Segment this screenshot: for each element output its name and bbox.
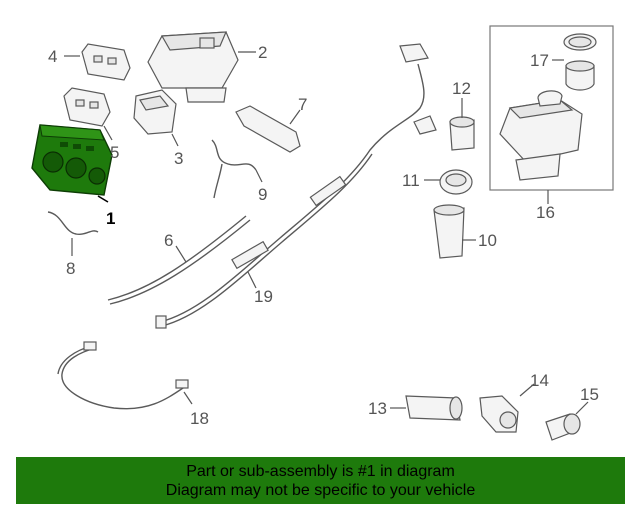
parts-diagram: 1 2 3 4 5 6 7 8	[31, 25, 614, 441]
leader-line-3	[171, 133, 179, 147]
callout-19: 19	[254, 287, 273, 306]
callout-8: 8	[66, 259, 75, 278]
callout-4: 4	[48, 47, 57, 66]
callout-10: 10	[478, 231, 497, 250]
leader-line-6	[175, 245, 187, 263]
part-1-control-panel[interactable]	[31, 124, 113, 196]
part-14-plug[interactable]	[479, 395, 519, 433]
leader-line-15	[575, 401, 589, 415]
part-19-shift-cable[interactable]	[155, 43, 437, 329]
part-7-bracket[interactable]	[235, 105, 301, 153]
callout-1: 1	[106, 209, 115, 228]
callout-3: 3	[174, 149, 183, 168]
part-18-harness[interactable]	[57, 341, 189, 410]
callout-18: 18	[190, 409, 209, 428]
leader-line-14	[519, 383, 535, 397]
callout-2: 2	[258, 43, 267, 62]
part-16-box	[489, 25, 614, 191]
callout-13: 13	[368, 399, 387, 418]
part-15-cap[interactable]	[545, 413, 581, 441]
part-5-switch-assembly[interactable]	[63, 87, 111, 127]
leader-line-7	[289, 109, 301, 125]
banner-line-2: Diagram may not be specific to your vehi…	[165, 481, 476, 499]
callout-6: 6	[164, 231, 173, 250]
part-17-knob[interactable]	[563, 33, 597, 91]
callout-12: 12	[452, 79, 471, 98]
leader-line-1	[97, 195, 109, 203]
part-4-switch-bezel[interactable]	[81, 43, 131, 81]
callout-14: 14	[530, 371, 549, 390]
part-3-bracket[interactable]	[133, 89, 177, 135]
leader-line-9	[255, 169, 263, 183]
leader-line-18	[183, 391, 193, 405]
leader-line-19	[247, 271, 257, 289]
part-13-outlet[interactable]	[405, 395, 463, 421]
callout-5: 5	[110, 143, 119, 162]
callout-15: 15	[580, 385, 599, 404]
part-6-harness-strip[interactable]	[107, 215, 251, 305]
leader-line-5	[103, 125, 113, 141]
part-10-connector-sleeve[interactable]	[433, 204, 465, 259]
callout-16: 16	[536, 203, 555, 222]
info-banner: Part or sub-assembly is #1 in diagram Di…	[16, 457, 625, 504]
part-9-wire[interactable]	[211, 139, 257, 199]
part-16-shifter-assembly[interactable]	[499, 90, 583, 181]
callout-17: 17	[530, 51, 549, 70]
part-11-ring[interactable]	[439, 169, 473, 195]
part-2-shifter-module[interactable]	[147, 31, 239, 103]
banner-line-1: Part or sub-assembly is #1 in diagram	[186, 462, 455, 480]
callout-11: 11	[402, 171, 420, 190]
part-8-wire[interactable]	[47, 211, 99, 236]
callout-7: 7	[298, 95, 307, 114]
part-12-socket[interactable]	[449, 116, 475, 151]
callout-9: 9	[258, 185, 267, 204]
